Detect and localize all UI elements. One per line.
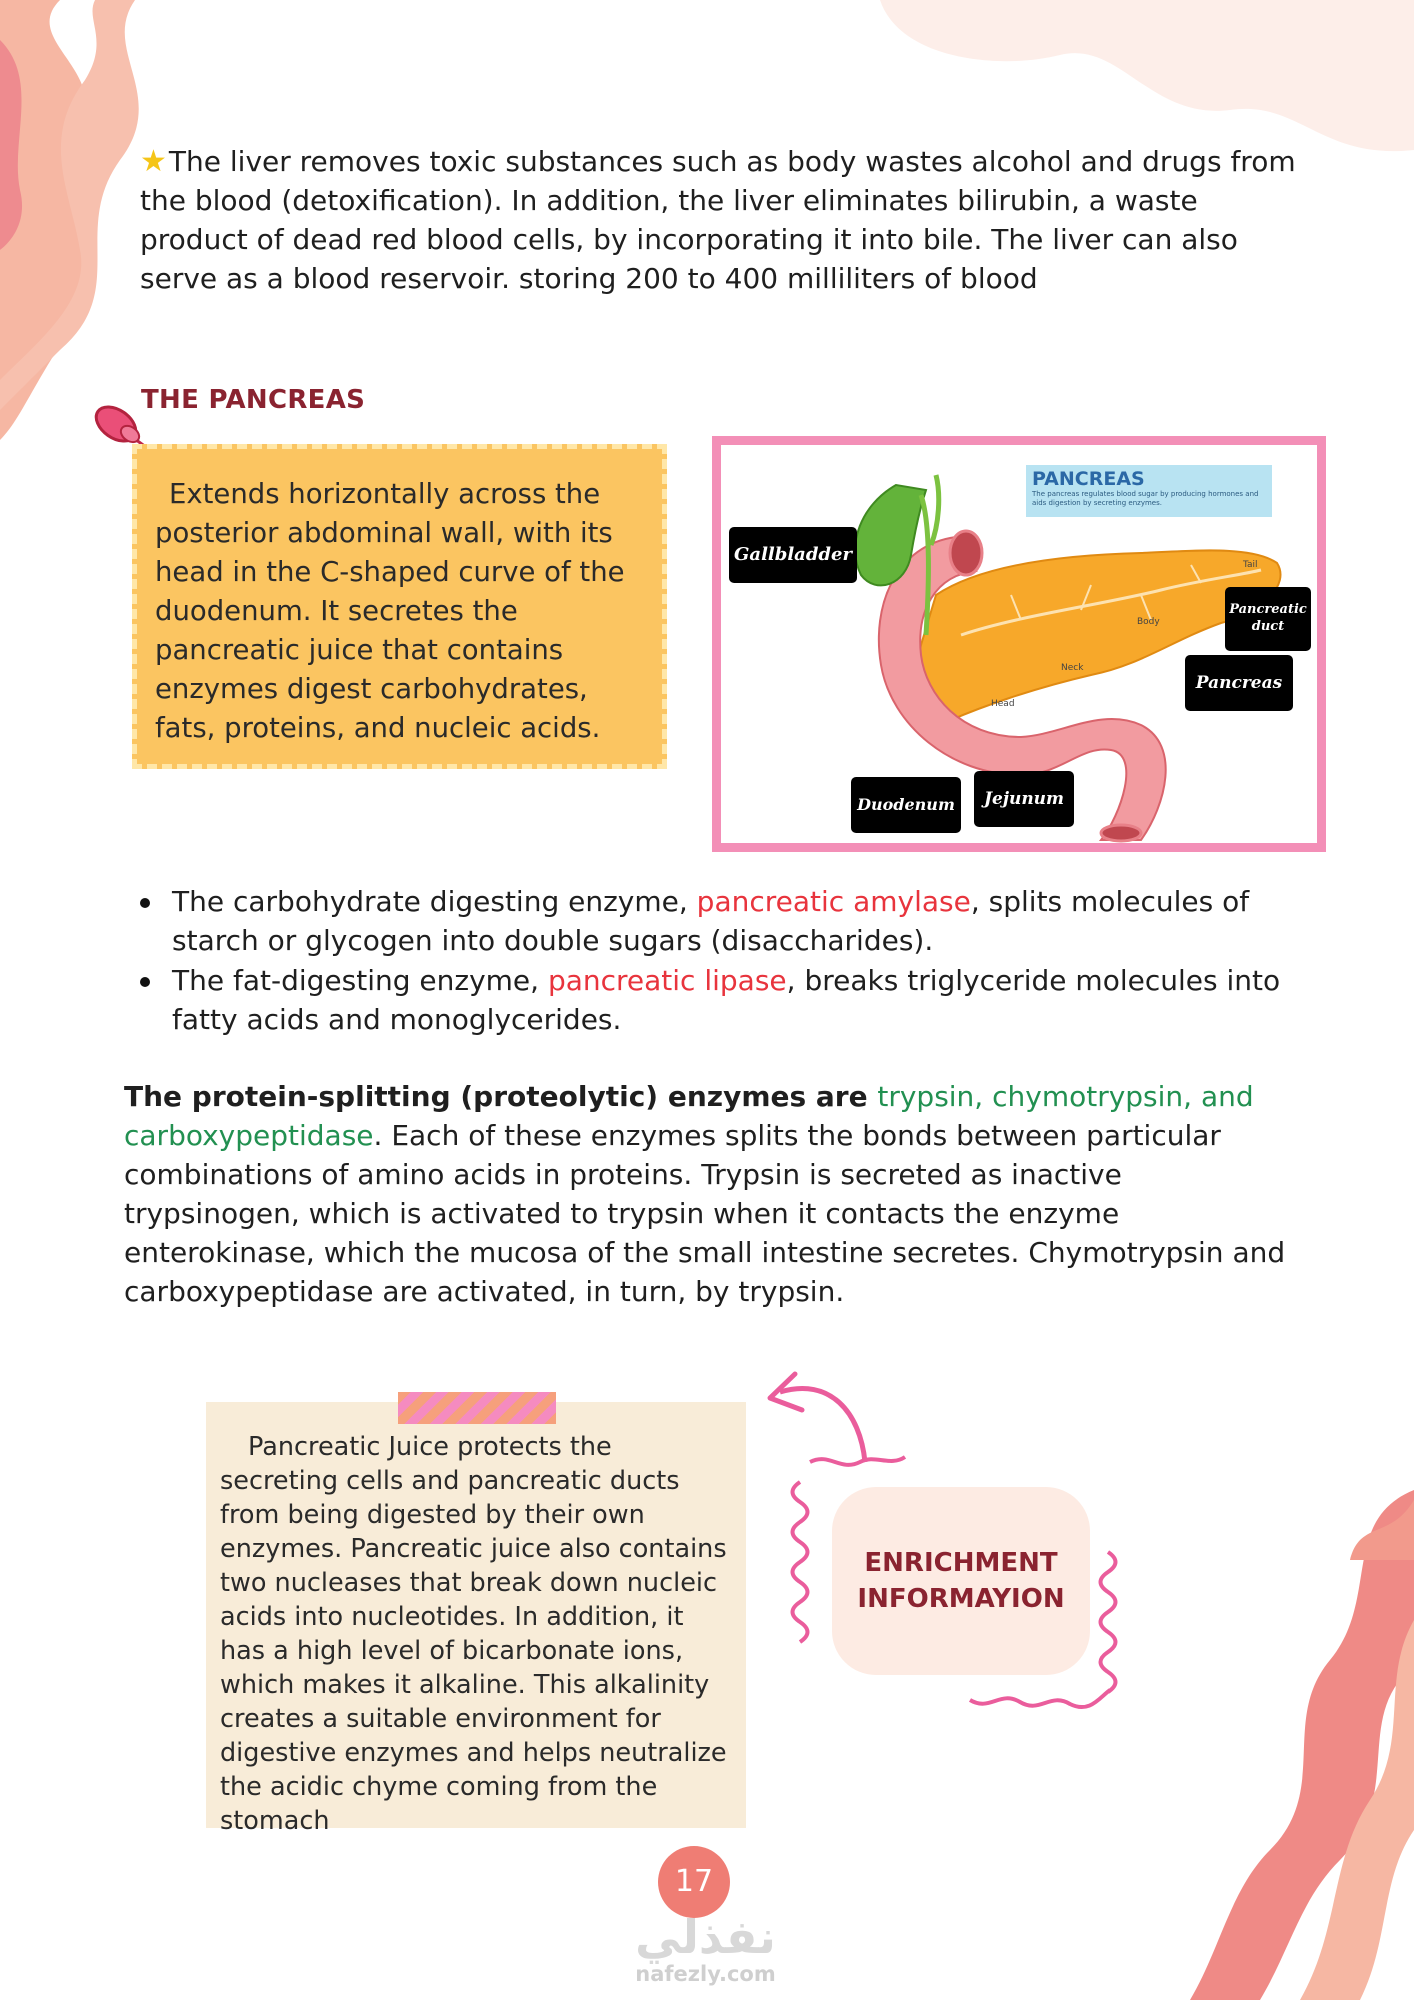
enrichment-badge: ENRICHMENT INFORMAYION xyxy=(832,1487,1090,1675)
page-number: 17 xyxy=(658,1846,730,1918)
enrichment-note-text: Pancreatic Juice protects the secreting … xyxy=(220,1432,727,1836)
curved-arrow-icon xyxy=(779,1386,868,1463)
pancreas-diagram: PANCREAS The pancreas regulates blood su… xyxy=(712,436,1326,852)
section-title: THE PANCREAS xyxy=(141,385,366,415)
pancreas-illustration xyxy=(854,474,1282,843)
washi-tape xyxy=(398,1392,556,1424)
diagram-banner-title: PANCREAS xyxy=(1032,468,1145,490)
pancreas-note: Extends horizontally across the posterio… xyxy=(132,444,667,769)
bottom-right-wave-b xyxy=(1300,1620,1414,2000)
logo-latin: nafezly.com xyxy=(635,1962,776,1986)
label-head: Head xyxy=(991,699,1015,709)
highlight-proteolytic-enzymes: trypsin, chymotrypsin, and carboxypeptid… xyxy=(124,1080,1254,1152)
label-jejunum: Jejunum xyxy=(974,771,1074,827)
top-left-wave-inner xyxy=(0,0,139,410)
label-pancreatic-duct: Pancreatic duct xyxy=(1225,587,1311,651)
highlight-lipase: pancreatic lipase xyxy=(547,964,787,997)
diagram-banner-subtitle: The pancreas regulates blood sugar by pr… xyxy=(1032,490,1259,507)
label-pancreas: Pancreas xyxy=(1185,655,1293,711)
bullet-dot xyxy=(140,977,150,987)
bottom-right-wave-c xyxy=(1350,1500,1414,1560)
label-gallbladder: Gallbladder xyxy=(729,527,857,583)
diagram-banner: PANCREAS The pancreas regulates blood su… xyxy=(1026,465,1272,517)
highlight-amylase: pancreatic amylase xyxy=(696,885,971,918)
protein-lead: The protein-splitting (proteolytic) enzy… xyxy=(124,1080,878,1113)
list-item: The fat-digesting enzyme, pancreatic lip… xyxy=(134,961,1284,1039)
logo-arabic: نفذلي xyxy=(635,1910,776,1964)
bullet-dot xyxy=(140,898,150,908)
list-item: The carbohydrate digesting enzyme, pancr… xyxy=(134,882,1284,960)
site-logo: نفذلي nafezly.com xyxy=(618,1912,793,1986)
top-left-pink-band xyxy=(0,40,23,250)
intro-paragraph: ★The liver removes toxic substances such… xyxy=(140,144,1296,295)
enrichment-badge-line2: INFORMAYION xyxy=(857,1584,1065,1614)
top-right-blob xyxy=(880,0,1414,152)
protein-enzymes-paragraph: The protein-splitting (proteolytic) enzy… xyxy=(124,1080,1286,1308)
enzyme-bullet-list: The carbohydrate digesting enzyme, pancr… xyxy=(134,882,1284,1040)
label-neck: Neck xyxy=(1061,663,1084,673)
label-body: Body xyxy=(1137,617,1160,627)
star-icon: ★ xyxy=(140,144,167,179)
enrichment-note: Pancreatic Juice protects the secreting … xyxy=(206,1402,746,1836)
pancreas-note-text: Extends horizontally across the posterio… xyxy=(155,478,625,744)
bottom-right-wave-a xyxy=(1190,1490,1414,2000)
label-tail: Tail xyxy=(1243,560,1258,570)
label-duodenum: Duodenum xyxy=(851,777,961,833)
squiggle-frame xyxy=(767,1371,1118,1710)
enrichment-badge-line1: ENRICHMENT xyxy=(864,1548,1058,1578)
